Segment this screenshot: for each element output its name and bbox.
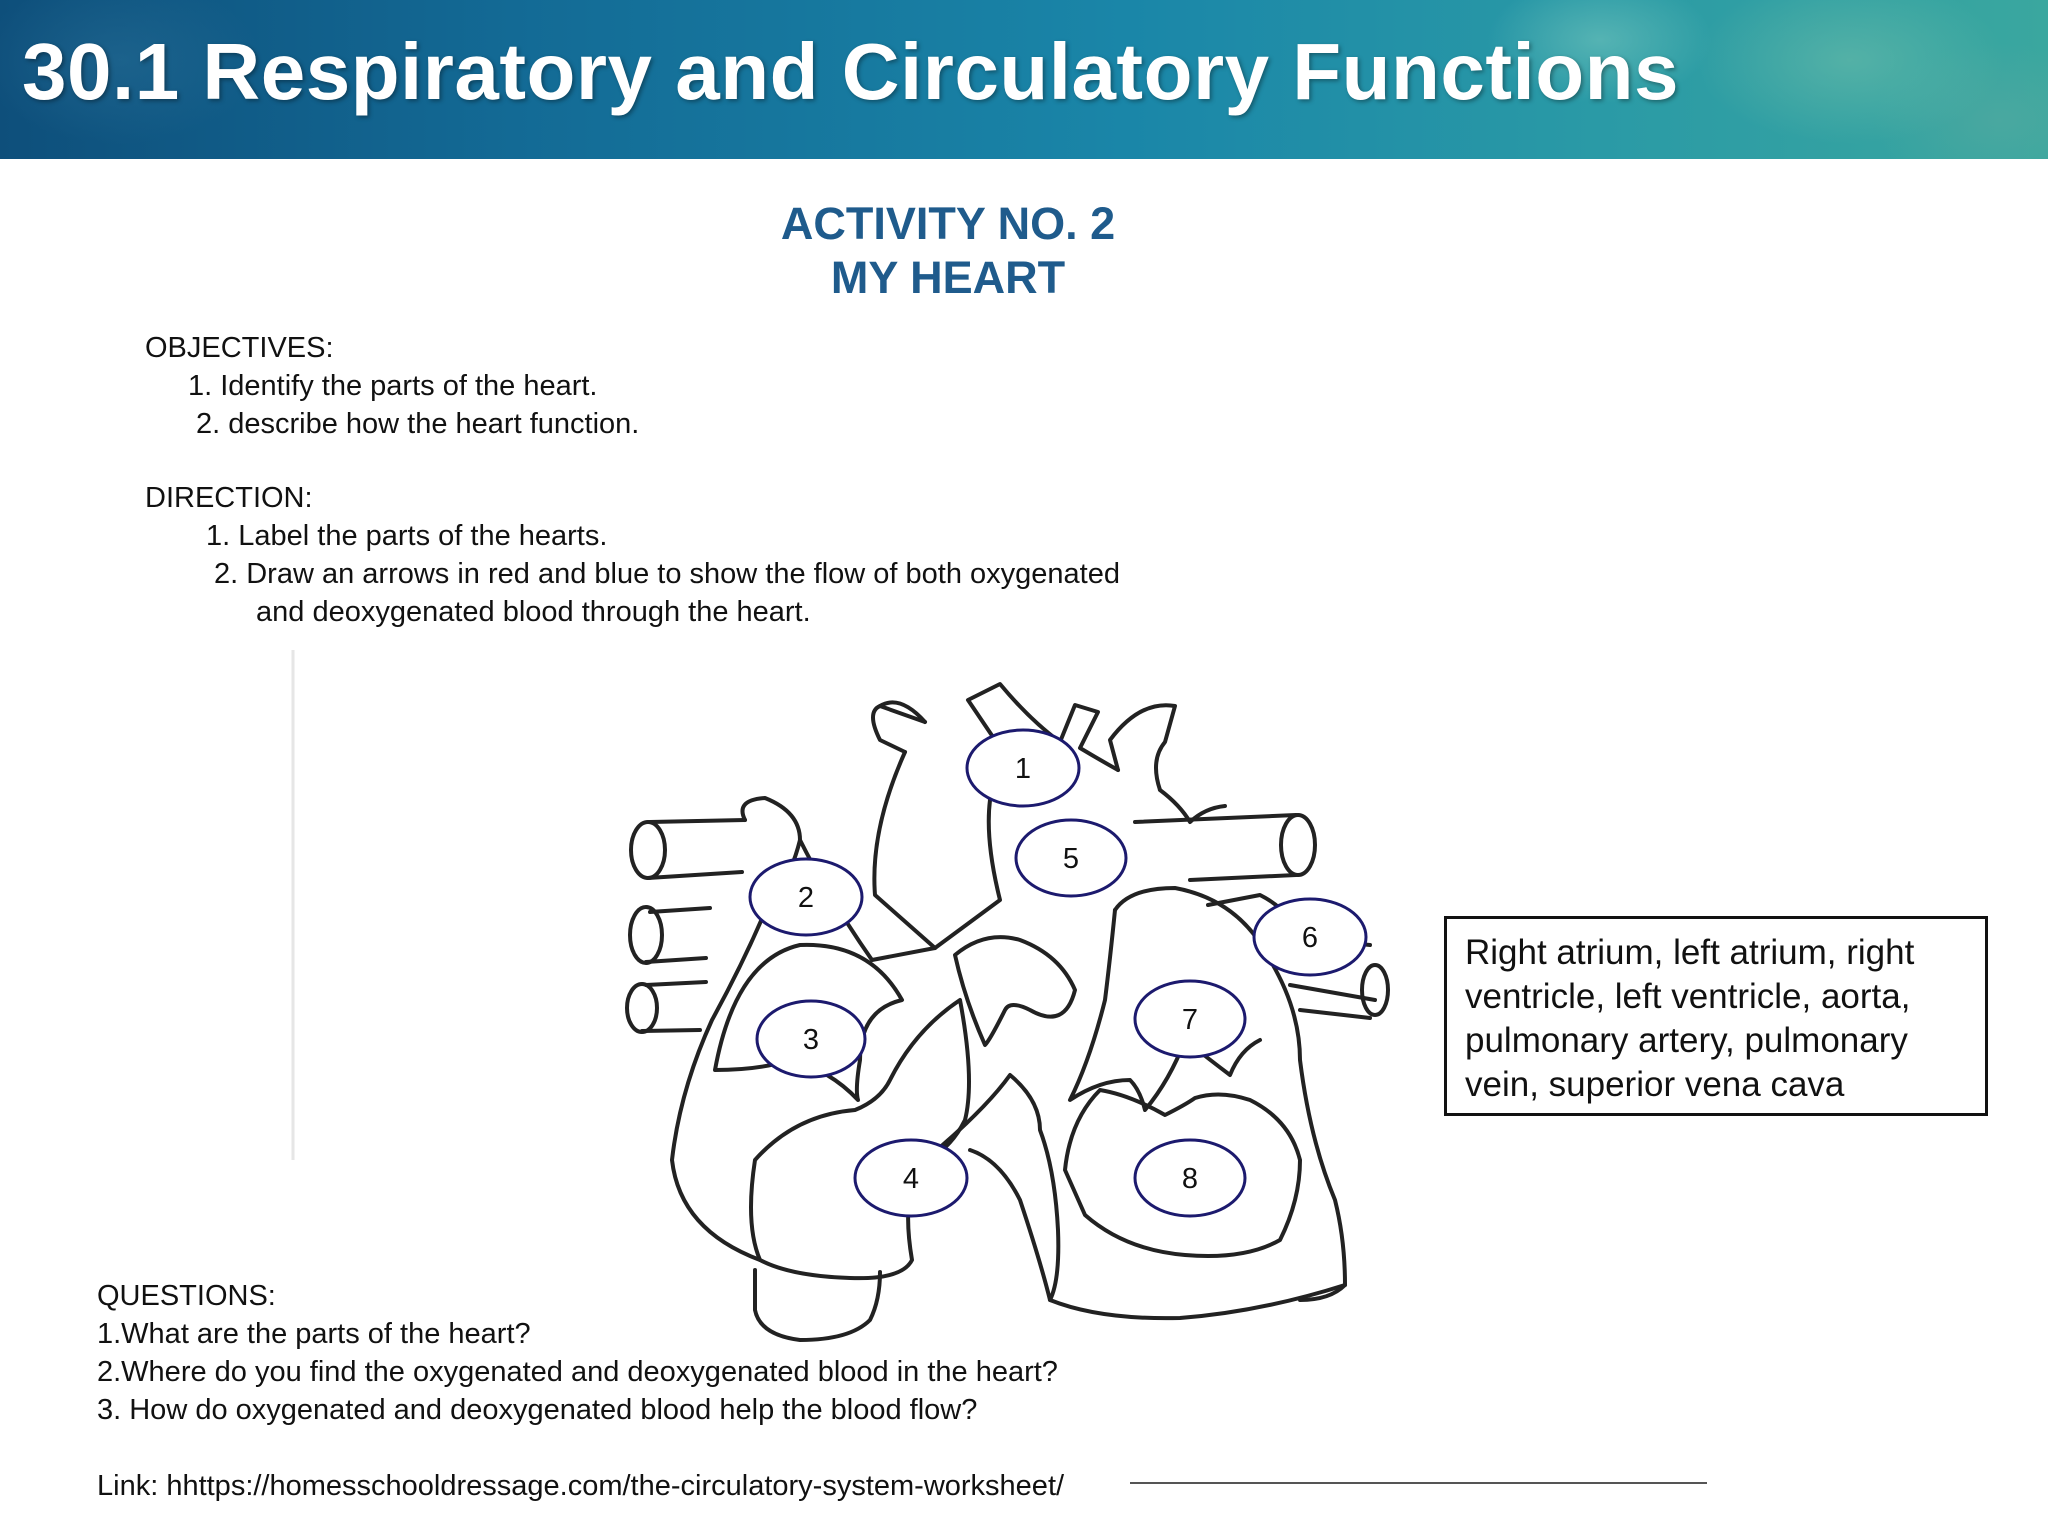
left-atrium-outer	[1113, 886, 1347, 1302]
questions-heading: QUESTIONS:	[97, 1280, 276, 1312]
question-item: 2.Where do you find the oxygenated and d…	[97, 1356, 1058, 1388]
label-circle-7	[1133, 979, 1247, 1059]
heart-outline	[625, 682, 1390, 1342]
label-number: 3	[803, 1024, 819, 1056]
question-item: 3. How do oxygenated and deoxygenated bl…	[97, 1394, 978, 1426]
label-circle-3	[755, 999, 867, 1079]
objective-item: 2. describe how the heart function.	[196, 408, 640, 440]
label-number: 4	[903, 1163, 919, 1195]
slide-title: 30.1 Respiratory and Circulatory Functio…	[22, 27, 1679, 116]
activity-title: MY HEART	[830, 252, 1066, 303]
objectives-heading: OBJECTIVES:	[145, 332, 334, 364]
vessel-top-left	[648, 818, 747, 824]
label-number: 6	[1302, 922, 1318, 954]
direction-heading: DIRECTION:	[145, 482, 313, 514]
objective-item: 1. Identify the parts of the heart.	[188, 370, 598, 402]
inferior-vessel	[753, 1268, 882, 1342]
word-bank-line: Right atrium, left atrium, right	[1465, 933, 1915, 972]
left-atrium-inner	[1068, 908, 1262, 1112]
label-circle-2	[748, 857, 864, 937]
source-link[interactable]: Link: hhttps://homesschooldressage.com/t…	[97, 1470, 1065, 1502]
label-number: 5	[1063, 843, 1079, 875]
vessel-mid-left	[648, 906, 712, 914]
septum	[923, 1073, 1061, 1302]
pulmonary-trunk	[872, 750, 1002, 950]
label-circle-6	[1252, 897, 1368, 977]
apex	[1048, 1283, 1347, 1321]
direction-item: 2. Draw an arrows in red and blue to sho…	[214, 558, 1120, 590]
label-number: 2	[798, 882, 814, 914]
vessel-low-left	[644, 980, 708, 987]
right-ventricle	[749, 998, 971, 1281]
word-bank-line: pulmonary artery, pulmonary	[1465, 1021, 1908, 1060]
question-item: 1.What are the parts of the heart?	[97, 1318, 531, 1350]
aorta-branch-middle	[1058, 703, 1120, 772]
inner-chamber	[953, 935, 1077, 1047]
label-number: 7	[1182, 1004, 1198, 1036]
vessel-top-right	[1133, 813, 1298, 824]
left-ventricle	[1063, 1088, 1302, 1258]
word-bank-line: ventricle, left ventricle, aorta,	[1465, 977, 1911, 1016]
label-number: 1	[1015, 753, 1031, 785]
word-bank-line: vein, superior vena cava	[1465, 1065, 1845, 1104]
label-circle-5	[1014, 818, 1128, 898]
link-underline	[1130, 1482, 1707, 1484]
label-circle-1	[965, 728, 1081, 808]
label-circles	[748, 728, 1368, 1218]
label-circle-4	[853, 1138, 969, 1218]
word-bank-box: Right atrium, left atrium, right ventric…	[1444, 916, 1988, 1116]
label-circle-8	[1133, 1138, 1247, 1218]
aorta-branch-right	[1108, 703, 1177, 792]
direction-item: and deoxygenated blood through the heart…	[256, 596, 811, 628]
header-banner: 30.1 Respiratory and Circulatory Functio…	[0, 0, 2048, 159]
direction-item: 1. Label the parts of the hearts.	[206, 520, 608, 552]
label-number: 8	[1182, 1163, 1198, 1195]
right-atrium-outer	[670, 898, 772, 1262]
activity-number: ACTIVITY NO. 2	[780, 198, 1116, 249]
